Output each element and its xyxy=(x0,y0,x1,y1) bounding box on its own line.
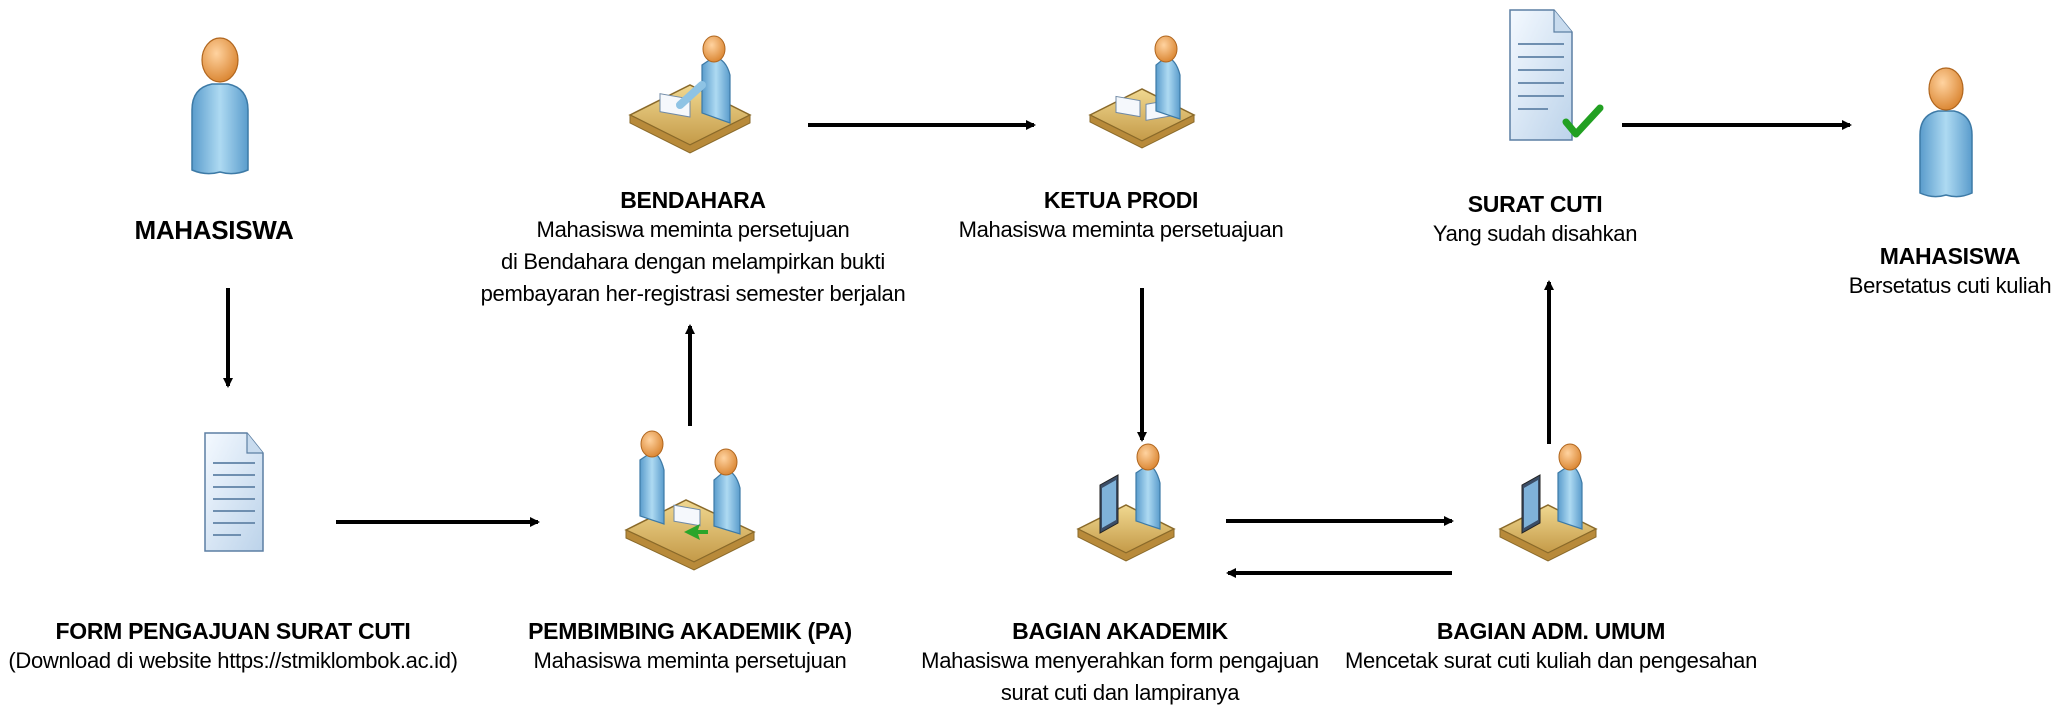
node-title: BAGIAN ADM. UMUM xyxy=(1436,618,1666,644)
node-mahasiswa-start: MAHASISWA xyxy=(134,216,293,244)
advisor-meeting-icon xyxy=(624,430,756,571)
node-desc: (Download di website https://stmiklombok… xyxy=(8,648,458,673)
check-icon xyxy=(1562,104,1604,138)
node-form: FORM PENGAJUAN SURAT CUTI (Download di w… xyxy=(8,617,458,677)
node-bagian-adm-umum: BAGIAN ADM. UMUM Mencetak surat cuti kul… xyxy=(1345,617,1757,677)
node-pa: PEMBIMBING AKADEMIK (PA) Mahasiswa memin… xyxy=(528,617,852,677)
document-icon xyxy=(204,432,264,552)
node-desc: Mencetak surat cuti kuliah dan pengesaha… xyxy=(1344,648,1758,673)
flow-arrows xyxy=(223,120,1852,578)
node-bagian-akademik: BAGIAN AKADEMIK Mahasiswa menyerahkan fo… xyxy=(921,617,1319,709)
node-desc: Mahasiswa meminta persetujuan xyxy=(533,648,847,673)
node-desc: surat cuti dan lampiranya xyxy=(1000,680,1240,705)
node-desc: di Bendahara dengan melampirkan bukti xyxy=(501,249,885,274)
node-bendahara: BENDAHARA Mahasiswa meminta persetujuan … xyxy=(481,186,906,310)
node-desc: Bersetatus cuti kuliah xyxy=(1848,273,2052,298)
head-desk-icon xyxy=(1088,35,1196,149)
node-desc: pembayaran her-registrasi semester berja… xyxy=(480,281,906,306)
node-title: BENDAHARA xyxy=(620,187,766,213)
academic-computer-icon xyxy=(1076,443,1176,562)
admin-computer-icon xyxy=(1498,443,1598,562)
node-ketua-prodi: KETUA PRODI Mahasiswa meminta persetuaju… xyxy=(959,186,1284,246)
node-title: FORM PENGAJUAN SURAT CUTI xyxy=(55,618,411,644)
node-title: MAHASISWA xyxy=(134,215,294,245)
student-person-icon xyxy=(1919,67,1973,198)
node-title: PEMBIMBING AKADEMIK (PA) xyxy=(528,618,852,644)
node-desc: Mahasiswa menyerahkan form pengajuan xyxy=(921,648,1319,673)
node-surat-cuti: SURAT CUTI Yang sudah disahkan xyxy=(1432,190,1638,250)
node-title: KETUA PRODI xyxy=(1043,187,1199,213)
node-mahasiswa-end: MAHASISWA Bersetatus cuti kuliah xyxy=(1849,242,2052,302)
approved-document-icon xyxy=(1509,9,1604,141)
node-desc: Mahasiswa meminta persetuajuan xyxy=(958,217,1284,242)
treasurer-desk-icon xyxy=(628,35,752,154)
node-title: BAGIAN AKADEMIK xyxy=(1012,618,1228,644)
node-desc: Mahasiswa meminta persetujuan xyxy=(536,217,850,242)
node-title: MAHASISWA xyxy=(1879,243,2021,269)
node-title: SURAT CUTI xyxy=(1467,191,1603,217)
student-person-icon xyxy=(191,37,249,175)
node-desc: Yang sudah disahkan xyxy=(1432,221,1638,246)
